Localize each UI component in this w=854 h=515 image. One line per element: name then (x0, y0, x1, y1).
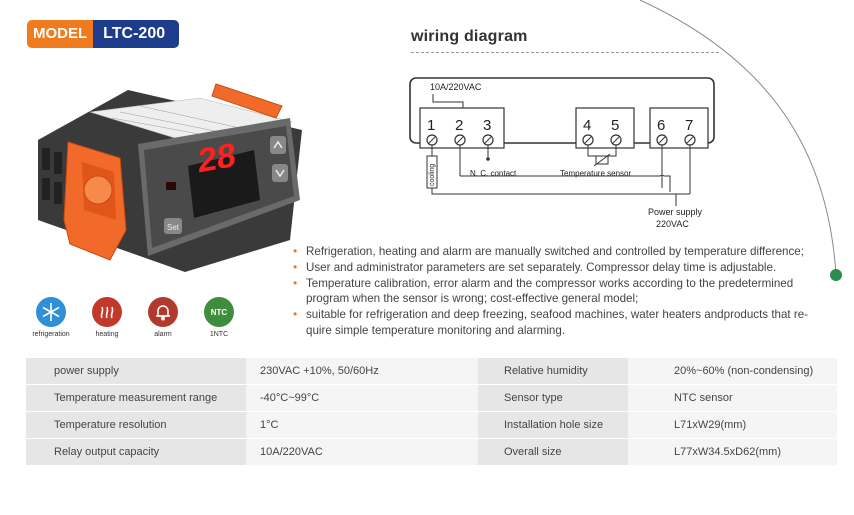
model-badge: MODEL LTC-200 (27, 20, 180, 48)
feature-item: suitable for refrigeration and deep free… (292, 307, 832, 339)
spec-value: 20%~60% (non-condensing) (628, 357, 837, 385)
spec-key: Temperature resolution (26, 411, 246, 439)
coil-label: cooling (429, 164, 436, 186)
model-label: MODEL (27, 20, 94, 48)
svg-text:Set: Set (167, 223, 180, 232)
icon-alarm: alarm (142, 297, 184, 338)
table-row: Relay output capacity 10A/220VAC Overall… (26, 438, 837, 466)
function-icons: refrigeration heating alarm NTC 1NTC (30, 297, 240, 338)
terminal-7: 7 (685, 117, 693, 134)
icon-label: refrigeration (32, 331, 70, 338)
display-readout: 28 (198, 136, 236, 180)
power-voltage-label: 220VAC (656, 219, 689, 229)
heating-icon (92, 297, 122, 327)
snowflake-icon (36, 297, 66, 327)
spec-key: Relay output capacity (26, 438, 246, 466)
title-divider (411, 52, 719, 53)
spec-value: NTC sensor (628, 384, 837, 412)
terminal-3: 3 (483, 117, 491, 134)
model-number: LTC-200 (93, 20, 180, 48)
feature-item: User and administrator parameters are se… (292, 260, 832, 276)
down-button (272, 164, 288, 182)
spec-key: power supply (26, 357, 246, 385)
thermostat-product-image: 28 Set (38, 83, 302, 272)
up-button (270, 136, 286, 154)
nc-contact-label: N. C. contact (470, 169, 517, 178)
icon-label: alarm (154, 331, 172, 338)
table-row: power supply 230VAC +10%, 50/60Hz Relati… (26, 357, 837, 385)
feature-item: Temperature calibration, error alarm and… (292, 276, 832, 308)
ntc-icon: NTC (204, 297, 234, 327)
power-supply-label: Power supply (648, 207, 703, 217)
spec-value: -40°C~99°C (246, 384, 478, 412)
icon-label: heating (95, 331, 119, 338)
wiring-diagram-title: wiring diagram (411, 28, 528, 45)
icon-label: 1NTC (209, 331, 229, 338)
spec-key: Temperature measurement range (26, 384, 246, 412)
table-row: Temperature measurement range -40°C~99°C… (26, 384, 837, 412)
wiring-diagram: 10A/220VAC 1 2 3 4 5 6 7 (409, 77, 715, 229)
spec-key: Relative humidity (478, 357, 628, 385)
feature-item: Refrigeration, heating and alarm are man… (292, 244, 832, 260)
specification-table: power supply 230VAC +10%, 50/60Hz Relati… (26, 357, 837, 466)
feature-list: Refrigeration, heating and alarm are man… (292, 244, 832, 339)
terminal-1: 1 (427, 117, 435, 134)
spec-value: L71xW29(mm) (628, 411, 837, 439)
sensor-label: Temperature sensor (560, 169, 631, 178)
icon-refrigeration: refrigeration (30, 297, 72, 338)
alarm-icon (148, 297, 178, 327)
set-button: Set (164, 218, 182, 234)
spec-value: 10A/220VAC (246, 438, 478, 466)
table-row: Temperature resolution 1°C Installation … (26, 411, 837, 439)
spec-value: 1°C (246, 411, 478, 439)
spec-key: Overall size (478, 438, 628, 466)
spec-value: L77xW34.5xD62(mm) (628, 438, 837, 466)
icon-heating: heating (86, 297, 128, 338)
spec-value: 230VAC +10%, 50/60Hz (246, 357, 478, 385)
terminal-2: 2 (455, 117, 463, 134)
icon-ntc: NTC 1NTC (198, 297, 240, 338)
terminal-5: 5 (611, 117, 619, 134)
rating-label: 10A/220VAC (430, 82, 482, 92)
spec-key: Installation hole size (478, 411, 628, 439)
spec-key: Sensor type (478, 384, 628, 412)
terminal-4: 4 (583, 117, 591, 134)
terminal-6: 6 (657, 117, 665, 134)
